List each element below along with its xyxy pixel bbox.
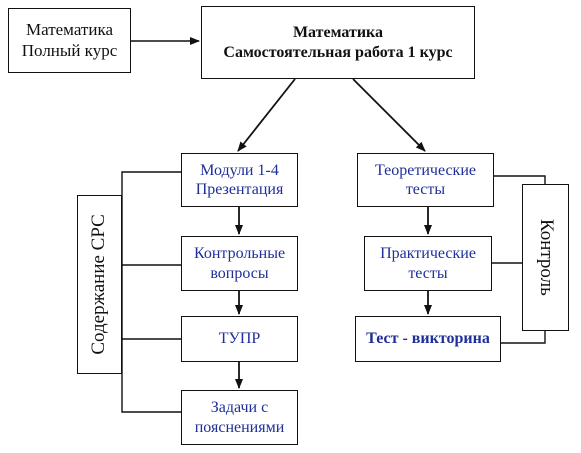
main-box-line2: Самостоятельная работа 1 курс <box>223 43 453 61</box>
questions-line2: вопросы <box>210 264 269 282</box>
main-box-line1: Математика <box>292 24 384 42</box>
tasks-line2: пояснениями <box>194 418 285 436</box>
content-src-label: Содержание СРС <box>88 214 110 355</box>
quiz-box: Тест - викторина <box>355 316 501 362</box>
tasks-box: Задачи с пояснениями <box>181 390 298 445</box>
quiz-line1: Тест - викторина <box>366 330 490 348</box>
tupr-box: ТУПР <box>181 316 298 362</box>
content-bracket-line <box>121 171 181 413</box>
arrow-main-to-theory <box>352 78 426 152</box>
modules-box: Модули 1-4 Презентация <box>181 153 298 207</box>
control-questions-box: Контрольные вопросы <box>181 236 298 291</box>
course-box-line2: Полный курс <box>21 40 118 60</box>
tupr-line1: ТУПР <box>218 330 261 348</box>
practice-line1: Практические <box>380 245 476 263</box>
practice-tests-box: Практические тесты <box>364 236 492 291</box>
control-box: Контроль <box>522 184 569 331</box>
course-box-line1: Математика <box>25 20 114 40</box>
questions-line1: Контрольные <box>193 245 286 263</box>
main-box: Математика Самостоятельная работа 1 курс <box>201 6 475 79</box>
tasks-line1: Задачи с <box>210 399 269 417</box>
arrow-main-to-modules <box>237 78 296 152</box>
control-label: Контроль <box>535 219 557 296</box>
course-box: Математика Полный курс <box>8 8 131 73</box>
modules-line2: Презентация <box>195 181 284 198</box>
modules-line1: Модули 1-4 <box>200 161 279 179</box>
practice-line2: тесты <box>408 264 448 282</box>
theory-line1: Теоретические <box>374 161 476 179</box>
theory-tests-box: Теоретические тесты <box>357 153 494 207</box>
theory-line2: тесты <box>405 181 446 198</box>
content-src-box: Содержание СРС <box>77 195 122 374</box>
